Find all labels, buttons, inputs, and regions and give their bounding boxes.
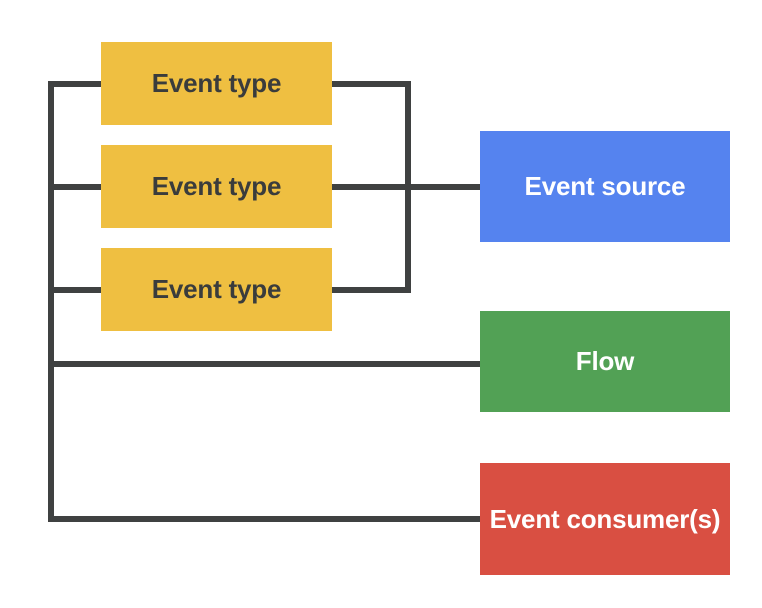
flow-label: Flow [575,346,635,377]
event-source-box[interactable]: Event source [480,131,730,242]
event-consumer-label: Event consumer(s) [489,503,721,534]
flow-box[interactable]: Flow [480,311,730,412]
event-type-label-3: Event type [151,274,282,305]
event-type-box-2[interactable]: Event type [101,145,332,228]
event-type-box-1[interactable]: Event type [101,42,332,125]
event-source-label: Event source [524,171,686,202]
event-type-label-2: Event type [151,171,282,202]
event-type-label-1: Event type [151,68,282,99]
event-type-box-3[interactable]: Event type [101,248,332,331]
event-consumer-box[interactable]: Event consumer(s) [480,463,730,575]
